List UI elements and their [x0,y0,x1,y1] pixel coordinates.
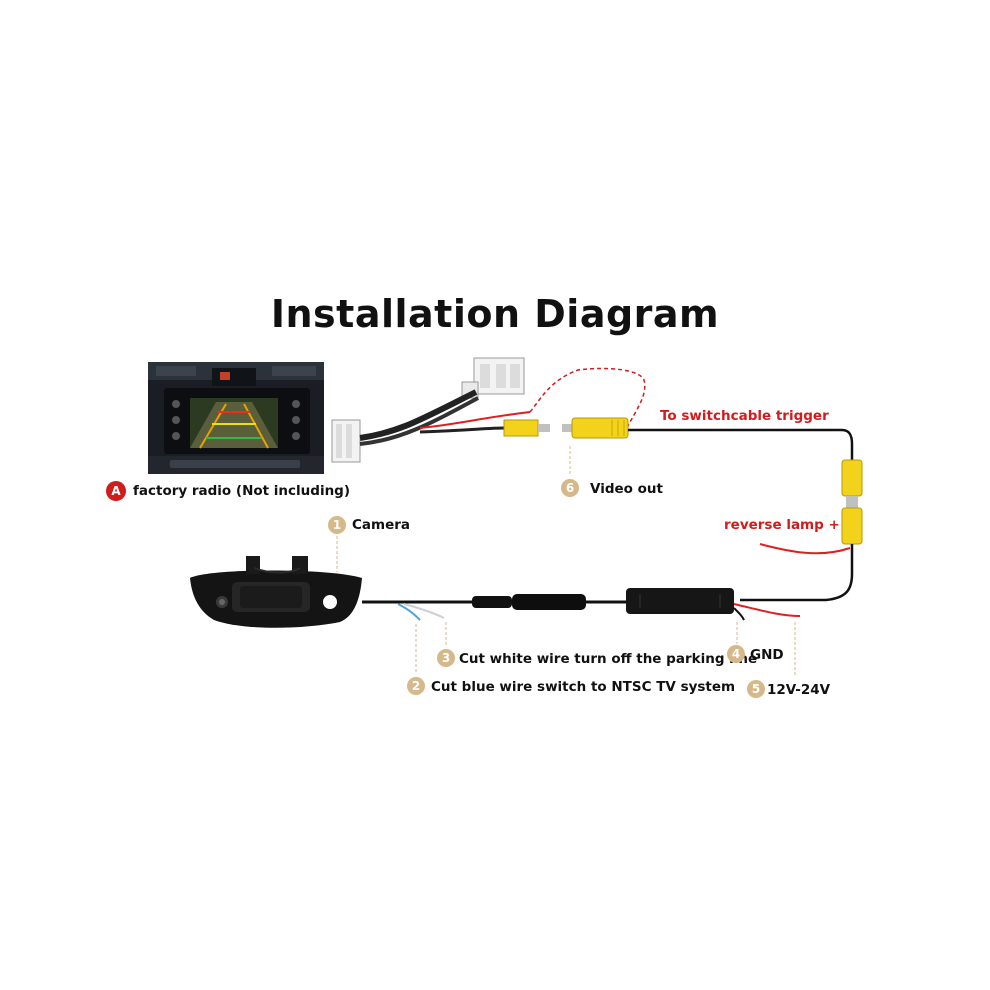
camera-tailgate-handle [190,556,362,628]
gnd-label: GND [750,647,784,663]
factory-radio-label: factory radio (Not including) [133,483,351,499]
callout-badge-2: 2 [407,677,425,695]
video-cable [628,428,863,602]
diagram-title: Installation Diagram [270,292,720,336]
callout-badge-5: 5 [747,680,765,698]
blue-wire-label: Cut blue wire switch to NTSC TV system [431,679,736,695]
callout-badge-a: A [106,481,126,501]
trigger-wire-label: To switchcable trigger [660,408,829,424]
callout-badge-6: 6 [561,479,579,497]
camera-label: Camera [352,517,411,533]
callout-badge-1: 1 [328,516,346,534]
reverse-lamp-label: reverse lamp + [724,517,840,533]
camera-cable [362,588,801,621]
callout-badge-3: 3 [437,649,455,667]
factory-radio-photo [148,362,324,474]
reverse-lamp-wire [759,543,851,555]
white-wire-label: Cut white wire turn off the parking line [459,651,758,667]
callout-badge-4: 4 [727,645,745,663]
radio-harness-connector [331,357,525,463]
harness-wires [359,367,646,446]
video-rca-connectors [503,417,629,439]
video-out-label: Video out [590,481,663,497]
power-label: 12V-24V [767,682,831,698]
